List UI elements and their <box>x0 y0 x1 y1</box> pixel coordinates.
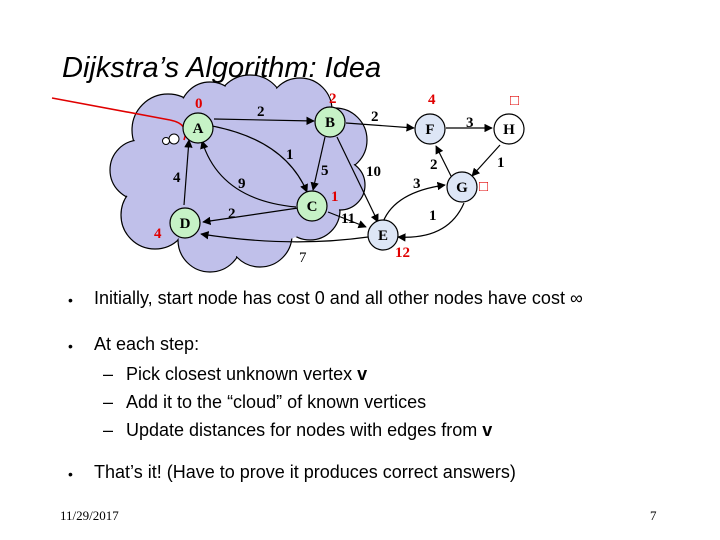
edge-D-C <box>202 207 299 226</box>
node-D <box>169 207 201 239</box>
edge-B-C <box>310 136 326 191</box>
cost-B: 2 <box>329 91 337 107</box>
weight-D-C: 2 <box>228 206 236 222</box>
sub-bullet-2: Add it to the “cloud” of known vertices <box>126 392 427 412</box>
node-H-label: H <box>503 122 515 138</box>
weight-H-G: 1 <box>497 155 505 171</box>
weight-B-C: 5 <box>321 163 329 179</box>
start-pointer <box>51 97 171 121</box>
edge-E-G <box>382 181 446 223</box>
footer-date: 11/29/2017 <box>60 508 119 523</box>
node-B-label: B <box>325 115 335 131</box>
bullet-marker: • <box>68 466 73 482</box>
weight-A-D: 4 <box>173 170 181 186</box>
bullet-marker: • <box>68 292 73 308</box>
cost-H: □ <box>510 93 519 109</box>
graph-diagram: A B C D E F G H 2 2 3 1 4 9 5 10 2 11 7 … <box>51 74 525 273</box>
node-A-label: A <box>193 121 204 137</box>
weight-F-H: 3 <box>466 115 474 131</box>
node-F-label: F <box>425 122 434 138</box>
bubble-puff <box>162 137 170 145</box>
node-A <box>182 112 214 144</box>
edge-E-D <box>200 231 369 243</box>
node-D-label: D <box>180 216 191 232</box>
cost-A: 0 <box>195 96 203 112</box>
edge-C-E <box>327 211 367 229</box>
weight-C-E: 11 <box>341 211 355 227</box>
weight-A-B: 2 <box>257 104 265 120</box>
sub-bullet-1-text: Pick closest unknown vertex <box>126 364 358 384</box>
weight-G-E: 1 <box>429 208 437 224</box>
edge-C-A <box>200 140 297 208</box>
node-G <box>446 171 478 203</box>
cost-F: 4 <box>428 92 436 108</box>
bullet-3: That’s it! (Have to prove it produces co… <box>94 462 516 482</box>
cost-C: 1 <box>331 189 339 205</box>
vertex-v: v <box>357 364 368 384</box>
bullet-1-text: Initially, start node has cost 0 and all… <box>94 288 565 308</box>
cost-D: 4 <box>154 226 162 242</box>
sub-bullet-marker: – <box>103 420 114 440</box>
edge-A-C <box>211 125 308 193</box>
slide-title: Dijkstra’s Algorithm: Idea <box>62 52 382 84</box>
page-number: 7 <box>650 508 657 523</box>
weight-E-D: 7 <box>299 250 307 266</box>
node-F <box>414 113 446 145</box>
bullet-2: At each step: <box>94 334 200 354</box>
weight-G-F: 2 <box>430 157 438 173</box>
edge-G-E <box>397 202 465 242</box>
weight-A-C: 1 <box>286 147 294 163</box>
vertex-v: v <box>482 420 493 440</box>
weight-B-E: 10 <box>366 164 381 180</box>
bubble-puff <box>168 133 180 145</box>
weight-C-A: 9 <box>238 176 246 192</box>
sub-bullet-3-text: Update distances for nodes with edges fr… <box>126 420 483 440</box>
cost-G: □ <box>479 179 488 195</box>
edge-B-E <box>336 136 379 223</box>
sub-bullet-marker: – <box>103 392 114 412</box>
node-G-label: G <box>456 180 468 196</box>
node-E <box>367 219 399 251</box>
node-E-label: E <box>378 228 388 244</box>
node-B <box>314 106 346 138</box>
weight-B-F: 2 <box>371 109 379 125</box>
edge-A-D <box>183 139 193 206</box>
edge-H-G <box>471 144 501 177</box>
node-C-label: C <box>307 199 318 215</box>
infinity-symbol: ∞ <box>569 288 583 308</box>
node-H <box>493 113 525 145</box>
weight-E-G: 3 <box>413 176 421 192</box>
bullet-1: Initially, start node has cost 0 and all… <box>94 288 583 309</box>
sub-bullet-marker: – <box>103 364 114 384</box>
bullet-marker: • <box>68 338 73 354</box>
edge-G-F <box>435 145 454 181</box>
cost-E: 12 <box>395 245 410 261</box>
sub-bullet-3: Update distances for nodes with edges fr… <box>126 420 492 441</box>
edge-A-B <box>213 116 315 126</box>
edge-B-F <box>345 122 415 132</box>
node-C <box>296 190 328 222</box>
sub-bullet-1: Pick closest unknown vertex v <box>126 364 367 385</box>
